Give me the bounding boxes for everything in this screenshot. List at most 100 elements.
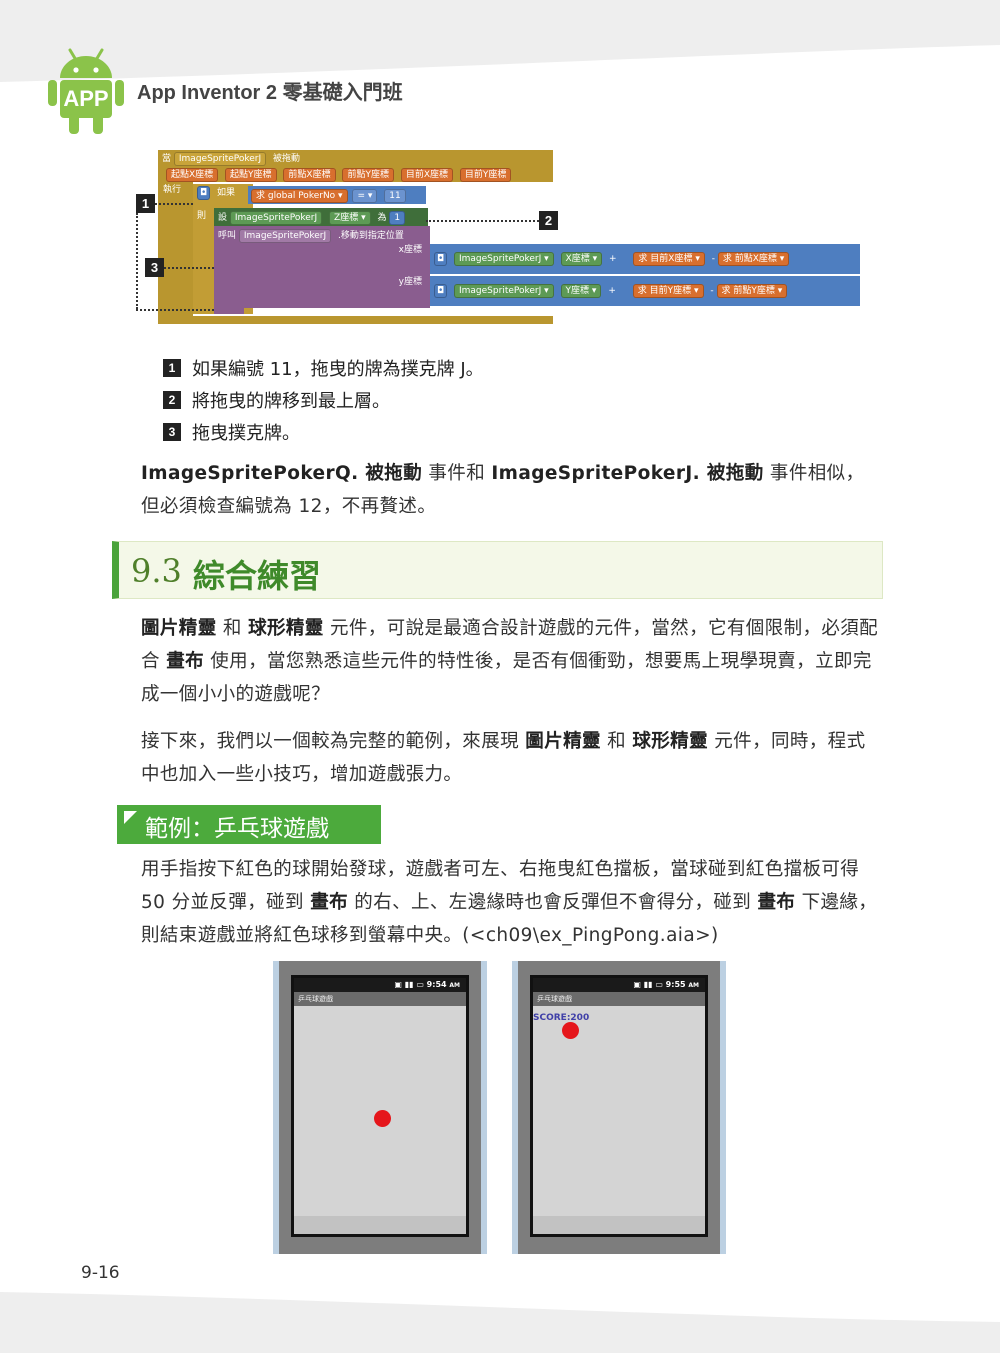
event-body-frame: 執行 (158, 182, 193, 322)
list-number: 1 (163, 359, 181, 377)
list-item: 3 拖曳撲克牌。 (163, 416, 484, 448)
section-number: 9.3 (131, 552, 182, 590)
phone-edge (273, 961, 279, 1254)
call-method: .移動到指定位置 (338, 231, 404, 241)
paragraph-example-desc: 用手指按下紅色的球開始發球，遊戲者可左、右拖曳紅色擋板，當球碰到紅色擋板可得 5… (141, 859, 878, 946)
plus-op: + (608, 286, 616, 296)
x-prop: X座標 ▾ (560, 252, 603, 266)
explanation-list: 1 如果編號 11，拖曳的牌為撲克牌 J。 2 將拖曳的牌移到最上層。 3 拖曳… (163, 352, 484, 448)
example-heading: 範例：乒乓球遊戲 (117, 805, 381, 844)
logo-text: APP (63, 86, 108, 111)
if-label: 如果 (217, 188, 236, 198)
set-value: 1 (389, 211, 406, 225)
list-text: 如果編號 11，拖曳的牌為撲克牌 J。 (192, 359, 484, 380)
page-header: APP App Inventor 2 零基礎入門班 (40, 40, 540, 140)
plus-gear-icon: ◘ (434, 252, 448, 266)
paragraph-intro: 圖片精靈 和 球形精靈 元件，可說是最適合設計遊戲的元件，當然，它有個限制，必須… (141, 618, 879, 705)
game-canvas[interactable]: SCORE:200 (533, 1006, 705, 1234)
phone-edge (512, 961, 518, 1254)
leader-line-1c (136, 309, 214, 311)
call-component: ImageSpritePokerJ (238, 229, 332, 243)
callout-1: 1 (136, 194, 155, 213)
cur-x-chip: 求 目前X座標 ▾ (633, 252, 705, 266)
minus-op: - (711, 254, 715, 264)
book-title: App Inventor 2 零基礎入門班 (137, 82, 403, 104)
status-time: 9:55 (665, 980, 686, 989)
list-number: 3 (163, 423, 181, 441)
x-arg-label: x座標 (398, 245, 422, 255)
status-bar: ▣ ▮▮ ▭ 9:54 AM (294, 978, 466, 992)
phone-screen: ▣ ▮▮ ▭ 9:54 AM 乒乓球遊戲 (291, 975, 469, 1237)
bottom-strip (533, 1216, 705, 1234)
event-block: 當 ImageSpritePokerJ 被拖動 (158, 150, 553, 166)
callout-3: 3 (145, 258, 164, 277)
do-label: 執行 (163, 185, 182, 195)
section-title: 綜合練習 (193, 557, 322, 595)
cur-y-chip: 求 目前Y座標 ▾ (632, 284, 704, 298)
app-title-bar: 乒乓球遊戲 (294, 992, 466, 1006)
equal-operator: = ▾ (352, 189, 378, 203)
paragraph-example-intro: 接下來，我們以一個較為完整的範例，來展現 圖片精靈 和 球形精靈 元件，同時，程… (141, 731, 866, 785)
leader-line-1b (136, 213, 138, 309)
if-gear-icon: ◘ (197, 186, 211, 200)
app-title-bar: 乒乓球遊戲 (533, 992, 705, 1006)
status-ampm: AM (688, 982, 699, 989)
ball[interactable] (374, 1110, 391, 1127)
phone-screenshot-start: ▣ ▮▮ ▭ 9:54 AM 乒乓球遊戲 (273, 961, 487, 1254)
list-item: 2 將拖曳的牌移到最上層。 (163, 384, 484, 416)
leader-line-3 (164, 267, 214, 269)
block-diagram: 當 ImageSpritePokerJ 被拖動 起點X座標 起點Y座標 前點X座… (136, 148, 862, 328)
leader-line-2 (426, 220, 539, 222)
compare-block: 求 global PokerNo ▾ = ▾ 11 (248, 186, 426, 204)
minus-op: - (710, 286, 714, 296)
list-text: 拖曳撲克牌。 (192, 423, 300, 444)
bottom-swoosh (0, 1292, 1000, 1353)
set-property: Z座標 ▾ (329, 211, 371, 225)
status-bar: ▣ ▮▮ ▭ 9:55 AM (533, 978, 705, 992)
then-label: 則 (197, 211, 207, 221)
prev-x-chip: 求 前點X座標 ▾ (717, 252, 790, 266)
ball[interactable] (562, 1022, 579, 1039)
list-text: 將拖曳的牌移到最上層。 (192, 391, 390, 412)
plus-gear-icon: ◘ (434, 284, 448, 298)
x-prop-component: ImageSpritePokerJ ▾ (454, 252, 554, 266)
param-chip: 起點X座標 (166, 168, 219, 182)
list-item: 1 如果編號 11，拖曳的牌為撲克牌 J。 (163, 352, 484, 384)
bottom-strip (294, 1216, 466, 1234)
set-block: 設 ImageSpritePokerJ Z座標 ▾ 為 1 (214, 208, 428, 226)
compare-number: 11 (384, 189, 406, 203)
call-block-tail (214, 306, 244, 314)
event-params: 起點X座標 起點Y座標 前點X座標 前點Y座標 目前X座標 目前Y座標 (158, 166, 553, 182)
game-canvas[interactable] (294, 1006, 466, 1227)
page-number: 9-16 (81, 1263, 120, 1283)
callout-2: 2 (539, 211, 558, 230)
example-title: 範例：乒乓球遊戲 (145, 816, 329, 842)
x-expression: ◘ ImageSpritePokerJ ▾ X座標 ▾ + 求 目前X座標 ▾ … (430, 244, 860, 274)
param-chip: 起點Y座標 (225, 168, 277, 182)
y-expression: ◘ ImageSpritePokerJ ▾ Y座標 ▾ + 求 目前Y座標 ▾ … (430, 276, 860, 306)
param-chip: 前點X座標 (283, 168, 336, 182)
get-global-var: 求 global PokerNo ▾ (251, 189, 348, 203)
list-number: 2 (163, 391, 181, 409)
event-component: ImageSpritePokerJ (173, 152, 267, 166)
event-name: 被拖動 (273, 154, 301, 164)
phone-screen: ▣ ▮▮ ▭ 9:55 AM 乒乓球遊戲 SCORE:200 (530, 975, 708, 1237)
to-label: 為 (377, 213, 387, 223)
y-prop-component: ImageSpritePokerJ ▾ (454, 284, 554, 298)
param-chip: 目前Y座標 (459, 168, 512, 182)
phone-screenshot-playing: ▣ ▮▮ ▭ 9:55 AM 乒乓球遊戲 SCORE:200 (512, 961, 726, 1254)
y-arg-label: y座標 (398, 277, 422, 287)
param-chip: 目前X座標 (400, 168, 454, 182)
phone-edge (481, 961, 487, 1254)
top-swoosh (0, 0, 1000, 82)
y-prop: Y座標 ▾ (560, 284, 602, 298)
android-app-logo-icon: APP (48, 48, 124, 134)
set-component: ImageSpritePokerJ (229, 211, 323, 225)
section-heading: 9.3 綜合練習 (112, 541, 883, 599)
call-block: 呼叫 ImageSpritePokerJ .移動到指定位置 x座標 y座標 (214, 226, 430, 308)
plus-op: + (608, 254, 617, 264)
leader-line-1 (155, 203, 193, 205)
event-label: 當 (162, 154, 172, 164)
status-ampm: AM (449, 982, 460, 989)
prev-y-chip: 求 前點Y座標 ▾ (716, 284, 788, 298)
